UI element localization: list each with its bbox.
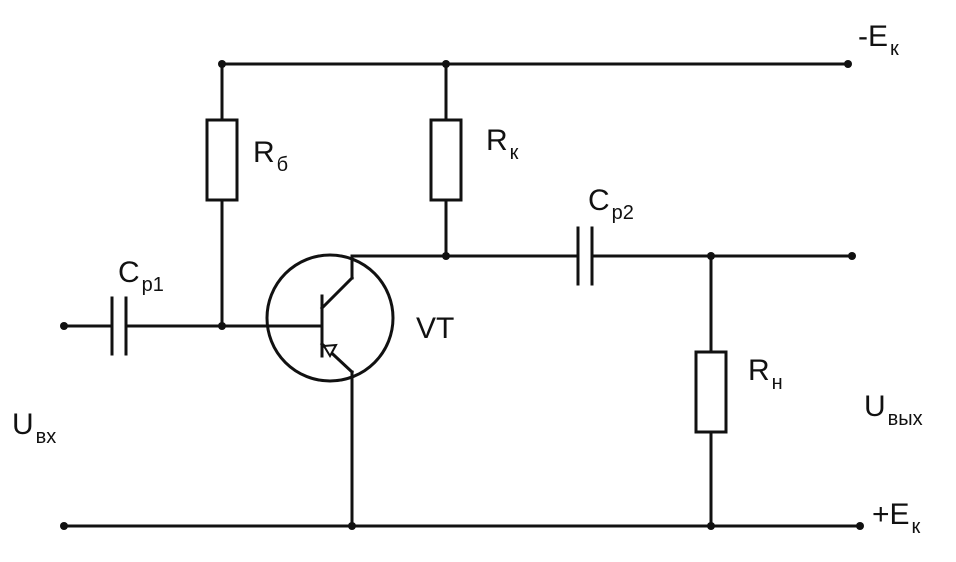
junction-dot-rk-top [442, 60, 450, 68]
terminal-ground-left [60, 522, 68, 530]
label-r-base-main: R [253, 136, 275, 169]
transistor-collector-lead [319, 275, 355, 311]
label-u-out-main: U [864, 390, 886, 423]
label-u-in-sub: вх [35, 426, 57, 448]
label-c-in-main: C [118, 256, 140, 289]
label-positive-supply-sub: к [911, 516, 921, 538]
junction-dot-rn-top [707, 252, 715, 260]
transistor-body [265, 253, 395, 383]
terminal-output [848, 252, 856, 260]
junction-dot-base [218, 322, 226, 330]
terminal-input [60, 322, 68, 330]
label-transistor-main: VT [416, 312, 455, 345]
junction-dot-emitter [348, 522, 356, 530]
label-transistor: VT [416, 314, 454, 344]
label-r-collector-sub: к [509, 142, 519, 164]
label-u-in-main: U [12, 408, 34, 441]
label-negative-supply-main: -E [858, 20, 888, 53]
label-r-collector-main: R [486, 124, 508, 157]
terminal-negative-supply [844, 60, 852, 68]
label-positive-supply-main: +E [872, 498, 910, 531]
label-c-out-main: C [588, 184, 610, 217]
label-r-base-sub: б [276, 154, 289, 176]
terminal-positive-supply [856, 522, 864, 530]
resistor-rn [694, 350, 728, 434]
junction-dot-rn-bottom [707, 522, 715, 530]
label-negative-supply-sub: к [890, 38, 899, 60]
label-u-out-sub: вых [887, 408, 923, 430]
label-r-load-main: R [748, 354, 770, 387]
label-c-in-sub: р1 [141, 274, 164, 296]
junction-dot-collector [442, 252, 450, 260]
label-r-load-sub: н [771, 372, 783, 394]
junction-dot-rb-top [218, 60, 226, 68]
resistor-rb [205, 118, 239, 202]
label-c-out-sub: р2 [611, 202, 634, 224]
resistor-rk [429, 118, 463, 202]
emitter-arrow-icon [322, 343, 338, 359]
